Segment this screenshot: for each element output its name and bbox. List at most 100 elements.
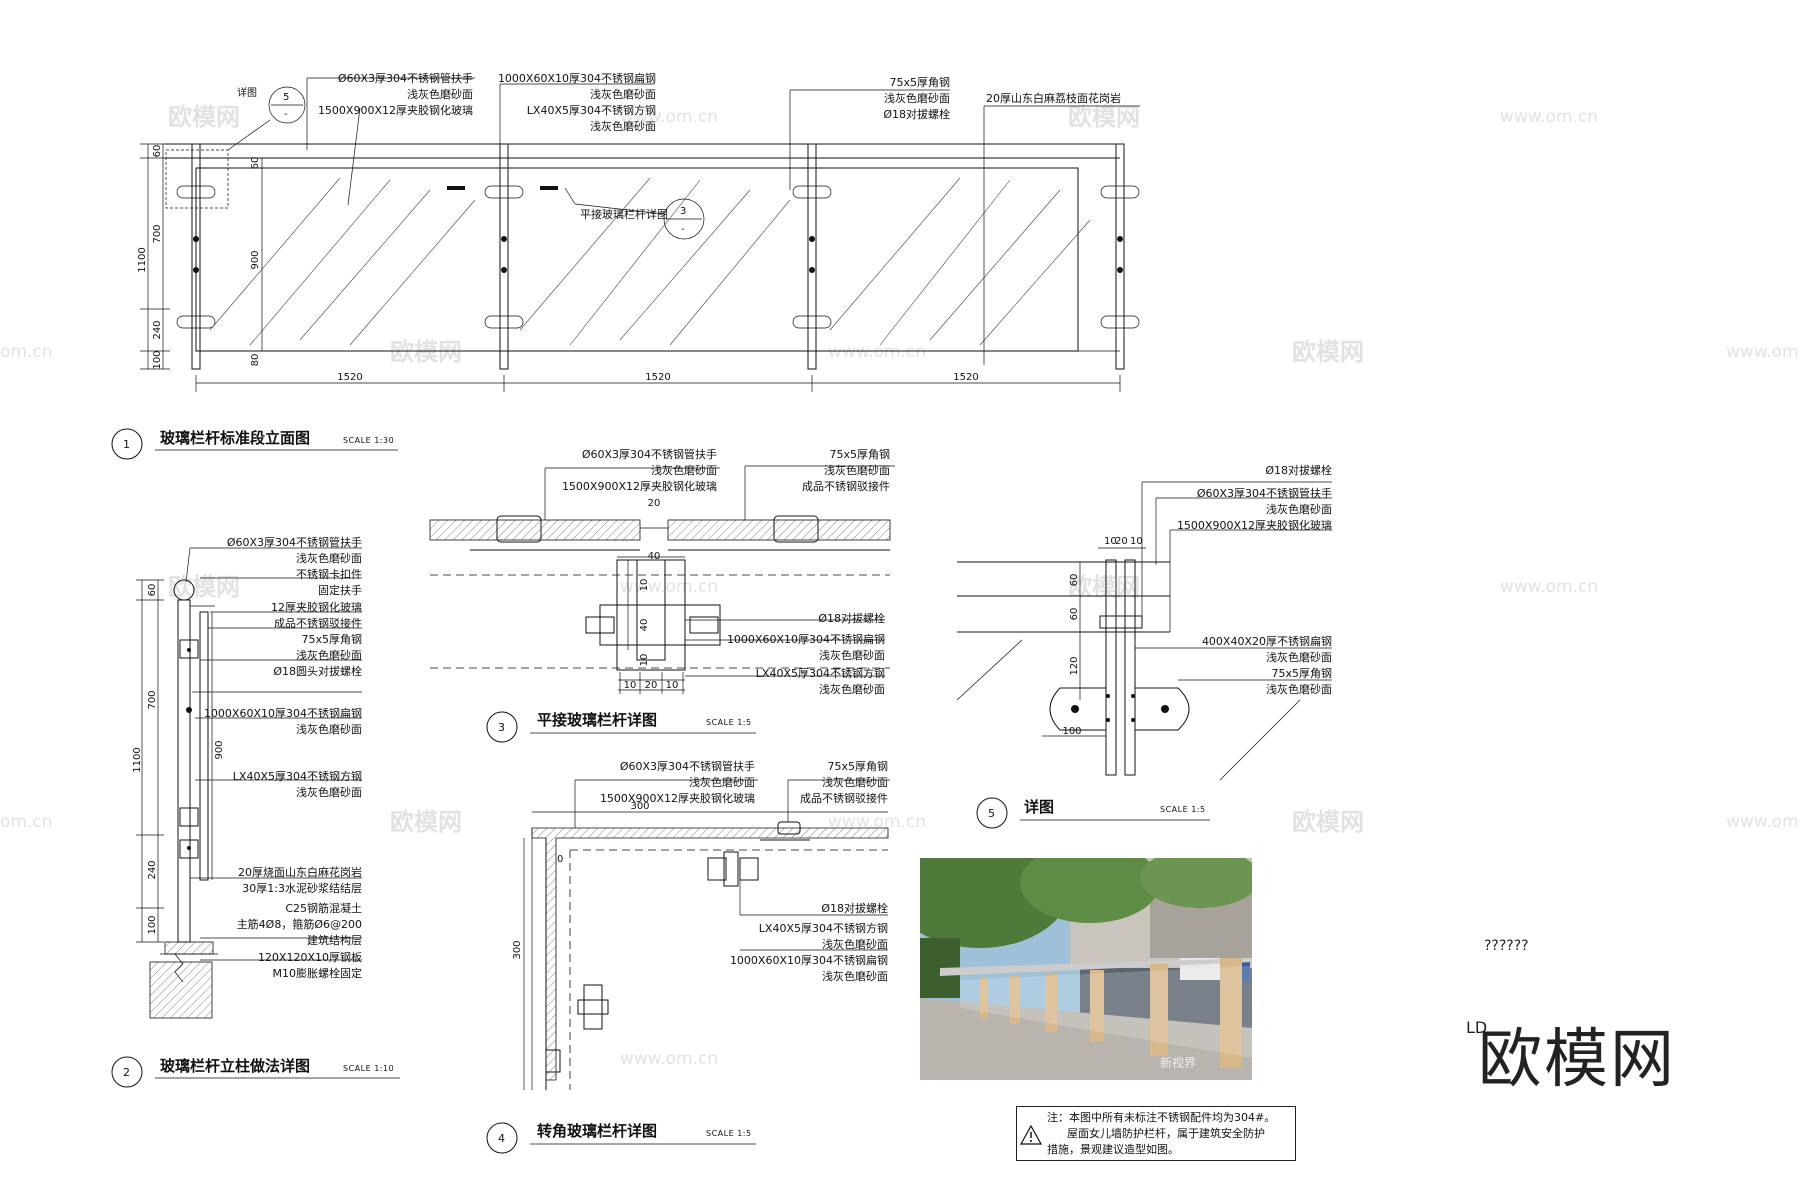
- dimension: 1100: [137, 247, 148, 272]
- view-title: 玻璃栏杆立柱做法详图: [160, 1057, 310, 1075]
- label: M10膨胀螺栓固定: [273, 966, 363, 980]
- dimension: 40: [648, 551, 661, 562]
- watermark: om.cn: [0, 342, 53, 362]
- dimension: 60: [250, 157, 261, 170]
- elevation-dims-horizontal: 1520 1520 1520: [195, 372, 1121, 392]
- view-number: 1: [123, 438, 130, 451]
- dimension: 100: [152, 350, 163, 369]
- dimension: 20: [648, 498, 661, 509]
- label: LX40X5厚304不锈钢方钢: [756, 666, 885, 680]
- watermark: www.om.cn: [1726, 812, 1800, 832]
- watermark: www.om.cn: [1500, 107, 1598, 127]
- note-line: 措施，景观建议造型如图。: [1047, 1143, 1179, 1156]
- label: 浅灰色磨砂面: [296, 648, 362, 662]
- label: 75x5厚角钢: [889, 76, 950, 89]
- view-title: 玻璃栏杆标准段立面图: [160, 429, 310, 447]
- view-2-title: 2 玻璃栏杆立柱做法详图 SCALE 1:10: [111, 1056, 400, 1088]
- flat-joint-labels: Ø60X3厚304不锈钢管扶手 浅灰色磨砂面 1500X900X12厚夹胶钢化玻…: [562, 447, 890, 696]
- label: Ø60X3厚304不锈钢管扶手: [620, 759, 755, 773]
- dimension: 60: [147, 584, 158, 597]
- label: 不锈钢卡扣件: [296, 567, 362, 581]
- dimension: 700: [147, 690, 158, 709]
- label: 浅灰色磨砂面: [1266, 682, 1332, 696]
- label: 浅灰色磨砂面: [689, 775, 755, 789]
- note-line: 屋面女儿墙防护栏杆，属于建筑安全防护: [1067, 1127, 1265, 1140]
- label: Ø18对拔螺栓: [818, 611, 885, 625]
- view-scale: SCALE 1:5: [1160, 805, 1206, 814]
- post-dims: 1100 60 700 240 100 900: [132, 579, 225, 943]
- label: 浅灰色磨砂面: [822, 969, 888, 983]
- dimension: 10: [639, 579, 650, 592]
- brand-logo: 欧模网: [1478, 1023, 1676, 1097]
- view-1-title: 1 玻璃栏杆标准段立面图 SCALE 1:30: [111, 428, 398, 460]
- dimension: 1520: [337, 372, 362, 383]
- dimension: 100: [1062, 726, 1081, 737]
- elevation-dims-vertical: 1100 60 700 240 100 60 900 80: [137, 143, 263, 370]
- label: 75x5厚角钢: [829, 448, 890, 461]
- label: Ø60X3厚304不锈钢管扶手: [227, 535, 362, 549]
- callout-number: 3: [680, 206, 686, 217]
- watermarks: 欧模网 www.om.cn 欧模网 www.om.cn om.cn 欧模网 ww…: [0, 103, 1800, 1069]
- dimension: 80: [250, 354, 261, 367]
- label: 浅灰色磨砂面: [822, 775, 888, 789]
- dimension: 1520: [645, 372, 670, 383]
- dimension: 1520: [953, 372, 978, 383]
- watermark: 欧模网: [168, 103, 240, 131]
- label: 1500X900X12厚夹胶钢化玻璃: [318, 103, 473, 117]
- watermark: www.om.cn: [620, 1049, 718, 1069]
- label: C25钢筋混凝土: [285, 901, 362, 915]
- dimension: 300: [630, 801, 649, 812]
- label: 1500X900X12厚夹胶钢化玻璃: [1177, 518, 1332, 532]
- label: 20厚烧面山东白麻花岗岩: [238, 865, 362, 879]
- label: 浅灰色磨砂面: [590, 87, 656, 101]
- dimension: 10: [1104, 536, 1117, 547]
- label: 成品不锈钢驳接件: [802, 480, 890, 493]
- elevation-labels-d: 20厚山东白麻荔枝面花岗岩: [983, 91, 1140, 365]
- corner-labels: Ø60X3厚304不锈钢管扶手 浅灰色磨砂面 1500X900X12厚夹胶钢化玻…: [600, 759, 888, 983]
- label: 75x5厚角钢: [301, 633, 362, 646]
- label: 建筑结构层: [307, 933, 362, 947]
- dimension: 900: [214, 740, 225, 759]
- dimension: 60: [1069, 574, 1080, 587]
- view-scale: SCALE 1:10: [343, 1064, 394, 1073]
- label: 成品不锈钢驳接件: [274, 617, 362, 630]
- label: LX40X5厚304不锈钢方钢: [233, 769, 362, 783]
- callout-label: 平接玻璃栏杆详图: [580, 207, 668, 221]
- dimension: 100: [147, 915, 158, 934]
- watermark: 欧模网: [168, 573, 240, 601]
- placeholder-text: ??????: [1484, 938, 1529, 954]
- view-number: 2: [123, 1066, 130, 1079]
- label: Ø18对拔螺栓: [1265, 463, 1332, 477]
- dimension: 10: [624, 680, 637, 691]
- view-number: 5: [988, 807, 995, 820]
- watermark: www.om.cn: [1726, 342, 1800, 362]
- label: LX40X5厚304不锈钢方钢: [759, 921, 888, 935]
- watermark: www.om.cn: [620, 577, 718, 597]
- dimension: 10: [1130, 536, 1143, 547]
- elevation-labels-b: 1000X60X10厚304不锈钢扁钢 浅灰色磨砂面 LX40X5厚304不锈钢…: [498, 72, 656, 150]
- view-4-title: 4 转角玻璃栏杆详图 SCALE 1:5: [486, 1122, 756, 1154]
- label: Ø60X3厚304不锈钢管扶手: [1197, 486, 1332, 500]
- label: 浅灰色磨砂面: [822, 937, 888, 951]
- label: 1000X60X10厚304不锈钢扁钢: [730, 954, 888, 967]
- label: Ø60X3厚304不锈钢管扶手: [582, 447, 717, 461]
- dimension: 10: [666, 680, 679, 691]
- elevation-labels-a: Ø60X3厚304不锈钢管扶手 浅灰色磨砂面 1500X900X12厚夹胶钢化玻…: [306, 71, 475, 206]
- warning-icon: [1020, 1124, 1042, 1145]
- watermark: 欧模网: [390, 338, 462, 366]
- label: 浅灰色磨砂面: [651, 463, 717, 477]
- view-5-detail: 10 20 10 60 60 120 100 Ø18对拔螺栓 Ø60X3厚304…: [956, 463, 1332, 829]
- dimension: 40: [639, 619, 650, 632]
- glass-reflection-lines: [209, 177, 1091, 346]
- label: 浅灰色磨砂面: [824, 463, 890, 477]
- label: 浅灰色磨砂面: [1266, 650, 1332, 664]
- dimension: 700: [152, 224, 163, 243]
- label: 1000X60X10厚304不锈钢扁钢: [498, 72, 656, 85]
- label: 75x5厚角钢: [1271, 667, 1332, 680]
- dimension: 20: [1115, 536, 1128, 547]
- watermark: www.om.cn: [828, 812, 926, 832]
- label: 20厚山东白麻荔枝面花岗岩: [986, 91, 1121, 105]
- label: 浅灰色磨砂面: [407, 87, 473, 101]
- dimension: 300: [512, 940, 523, 959]
- label: 浅灰色磨砂面: [884, 91, 950, 105]
